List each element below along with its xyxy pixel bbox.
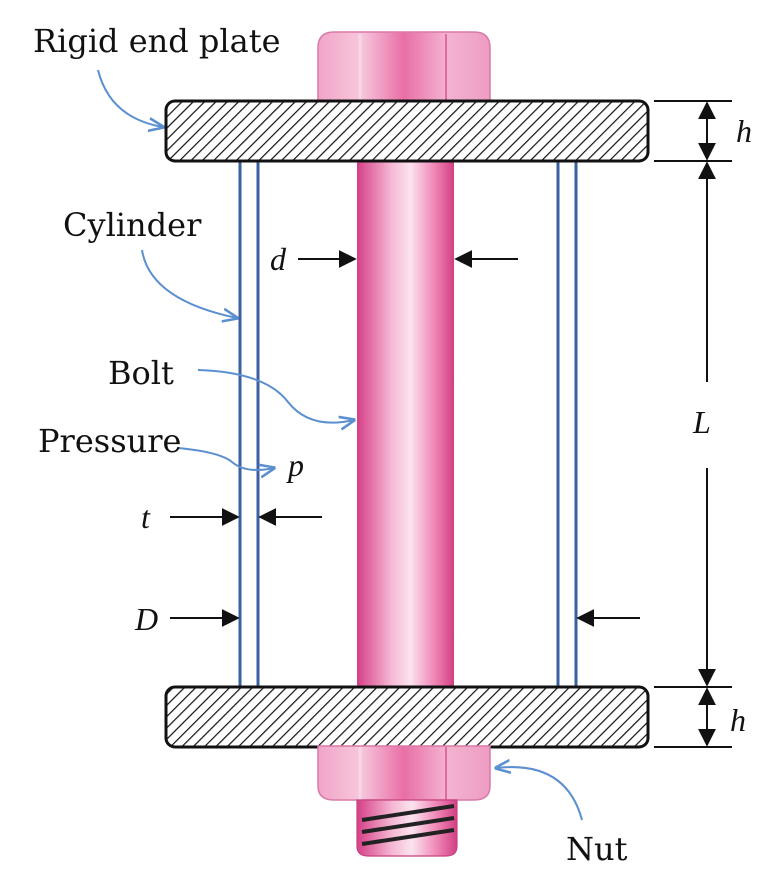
dimension-h-bottom xyxy=(654,686,732,748)
symbol-D: D xyxy=(134,601,158,637)
symbol-L: L xyxy=(692,404,711,440)
leader-pressure xyxy=(177,447,274,470)
label-pressure: Pressure xyxy=(38,422,181,460)
symbol-d: d xyxy=(270,241,287,277)
leader-rigid-end-plate xyxy=(97,69,163,127)
top-end-plate xyxy=(164,99,650,163)
label-bolt: Bolt xyxy=(108,354,174,392)
symbol-h-top: h xyxy=(736,113,752,149)
label-rigid-end-plate: Rigid end plate xyxy=(33,22,281,60)
label-nut: Nut xyxy=(566,830,628,868)
symbol-p: p xyxy=(286,447,304,483)
leader-nut xyxy=(496,767,583,821)
dimension-h-top xyxy=(654,100,732,162)
bolt-head xyxy=(317,31,491,103)
leader-lines xyxy=(97,69,583,821)
leader-cylinder xyxy=(141,249,237,318)
symbol-h-bottom: h xyxy=(730,702,746,738)
bolt-shank xyxy=(357,160,454,688)
label-cylinder: Cylinder xyxy=(63,206,202,244)
nut xyxy=(317,745,491,801)
bottom-end-plate xyxy=(164,685,650,749)
symbol-t: t xyxy=(141,499,151,535)
leader-bolt xyxy=(197,369,354,423)
bolt-thread-end xyxy=(356,799,458,857)
